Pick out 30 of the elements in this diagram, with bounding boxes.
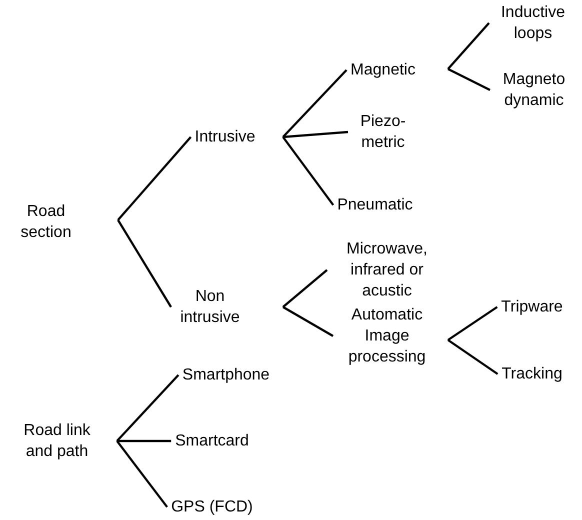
tree-label: Microwave, infrared or acustic (331, 238, 443, 302)
branch-line (282, 69, 348, 138)
branch-line (116, 440, 168, 508)
branch-line (282, 306, 334, 337)
branch-line (117, 136, 192, 221)
tree-label: Inductive loops (493, 2, 573, 44)
branch-line (117, 440, 172, 442)
tree-label: GPS (FCD) (171, 496, 253, 518)
tree-label: Road link and path (10, 420, 104, 462)
tree-label: Non intrusive (175, 286, 245, 328)
tree-label: Magneto dynamic (494, 69, 574, 111)
tree-label: Pneumatic (337, 194, 413, 216)
tree-label: Automatic Image processing (337, 304, 437, 368)
branch-line (282, 130, 348, 138)
branch-line (447, 22, 490, 70)
tree-label: Piezo-metric (352, 111, 414, 153)
tree-label: Tripware (501, 296, 563, 318)
tree-label: Tracking (502, 364, 562, 384)
tree-label: Road section (11, 201, 81, 243)
tree-label: Intrusive (194, 126, 256, 148)
branch-line (282, 136, 334, 206)
branch-line (117, 219, 172, 308)
branch-line (448, 68, 490, 91)
branch-line (447, 339, 498, 375)
tree-label: Magnetic (350, 60, 416, 80)
branch-line (116, 374, 180, 442)
tree-label: Smartcard (175, 430, 249, 452)
branch-line (447, 306, 498, 341)
tree-label: Smartphone (182, 364, 270, 386)
branch-line (282, 269, 328, 308)
